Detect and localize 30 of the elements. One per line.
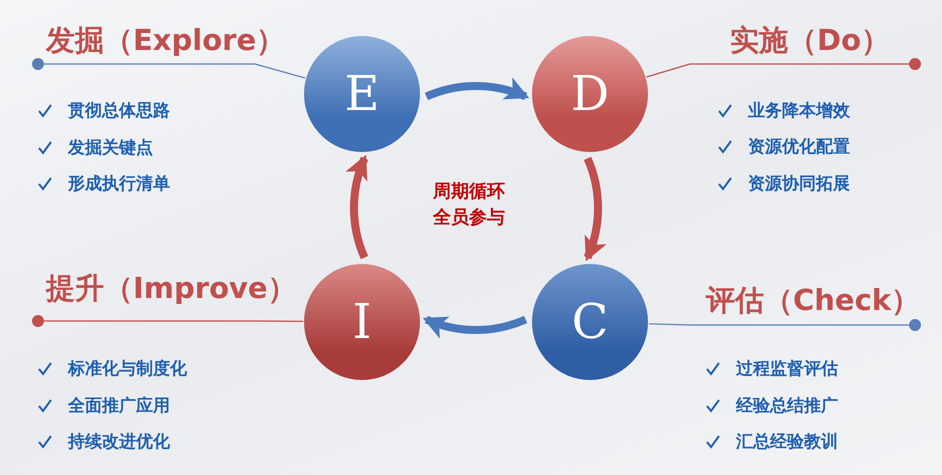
list-item: 贯彻总体思路 xyxy=(68,100,170,122)
list-item: 过程监督评估 xyxy=(736,358,838,380)
center-text: 周期循环 xyxy=(433,181,505,203)
list-item: 经验总结推广 xyxy=(736,395,838,417)
heading: 评估（Check） xyxy=(706,282,920,318)
cycle-arrow xyxy=(583,157,606,262)
list-item: 汇总经验教训 xyxy=(736,431,838,453)
heading: 发掘（Explore） xyxy=(46,22,286,58)
cycle-arrow xyxy=(346,154,369,259)
letter-circle: D xyxy=(532,36,648,152)
heading: 提升（Improve） xyxy=(46,270,297,306)
leader-line xyxy=(32,58,306,79)
center-text: 全员参与 xyxy=(433,207,505,229)
letter-circle: C xyxy=(532,264,648,380)
letter-circle: I xyxy=(304,264,420,380)
list-item: 持续改进优化 xyxy=(68,431,170,453)
heading: 实施（Do） xyxy=(730,22,890,58)
list-item: 发掘关键点 xyxy=(68,137,153,159)
list-item: 形成执行清单 xyxy=(68,173,170,195)
cycle-arrow xyxy=(422,315,527,338)
list-item: 标准化与制度化 xyxy=(68,358,187,380)
cycle-arrow xyxy=(425,78,530,101)
list-item: 资源优化配置 xyxy=(748,136,850,158)
list-item: 业务降本增效 xyxy=(748,100,850,122)
leader-line xyxy=(646,58,921,78)
leader-line xyxy=(648,319,921,331)
list-item: 全面推广应用 xyxy=(68,395,170,417)
list-item: 资源协同拓展 xyxy=(748,173,850,195)
leader-line xyxy=(32,315,303,327)
letter-circle: E xyxy=(304,36,420,152)
